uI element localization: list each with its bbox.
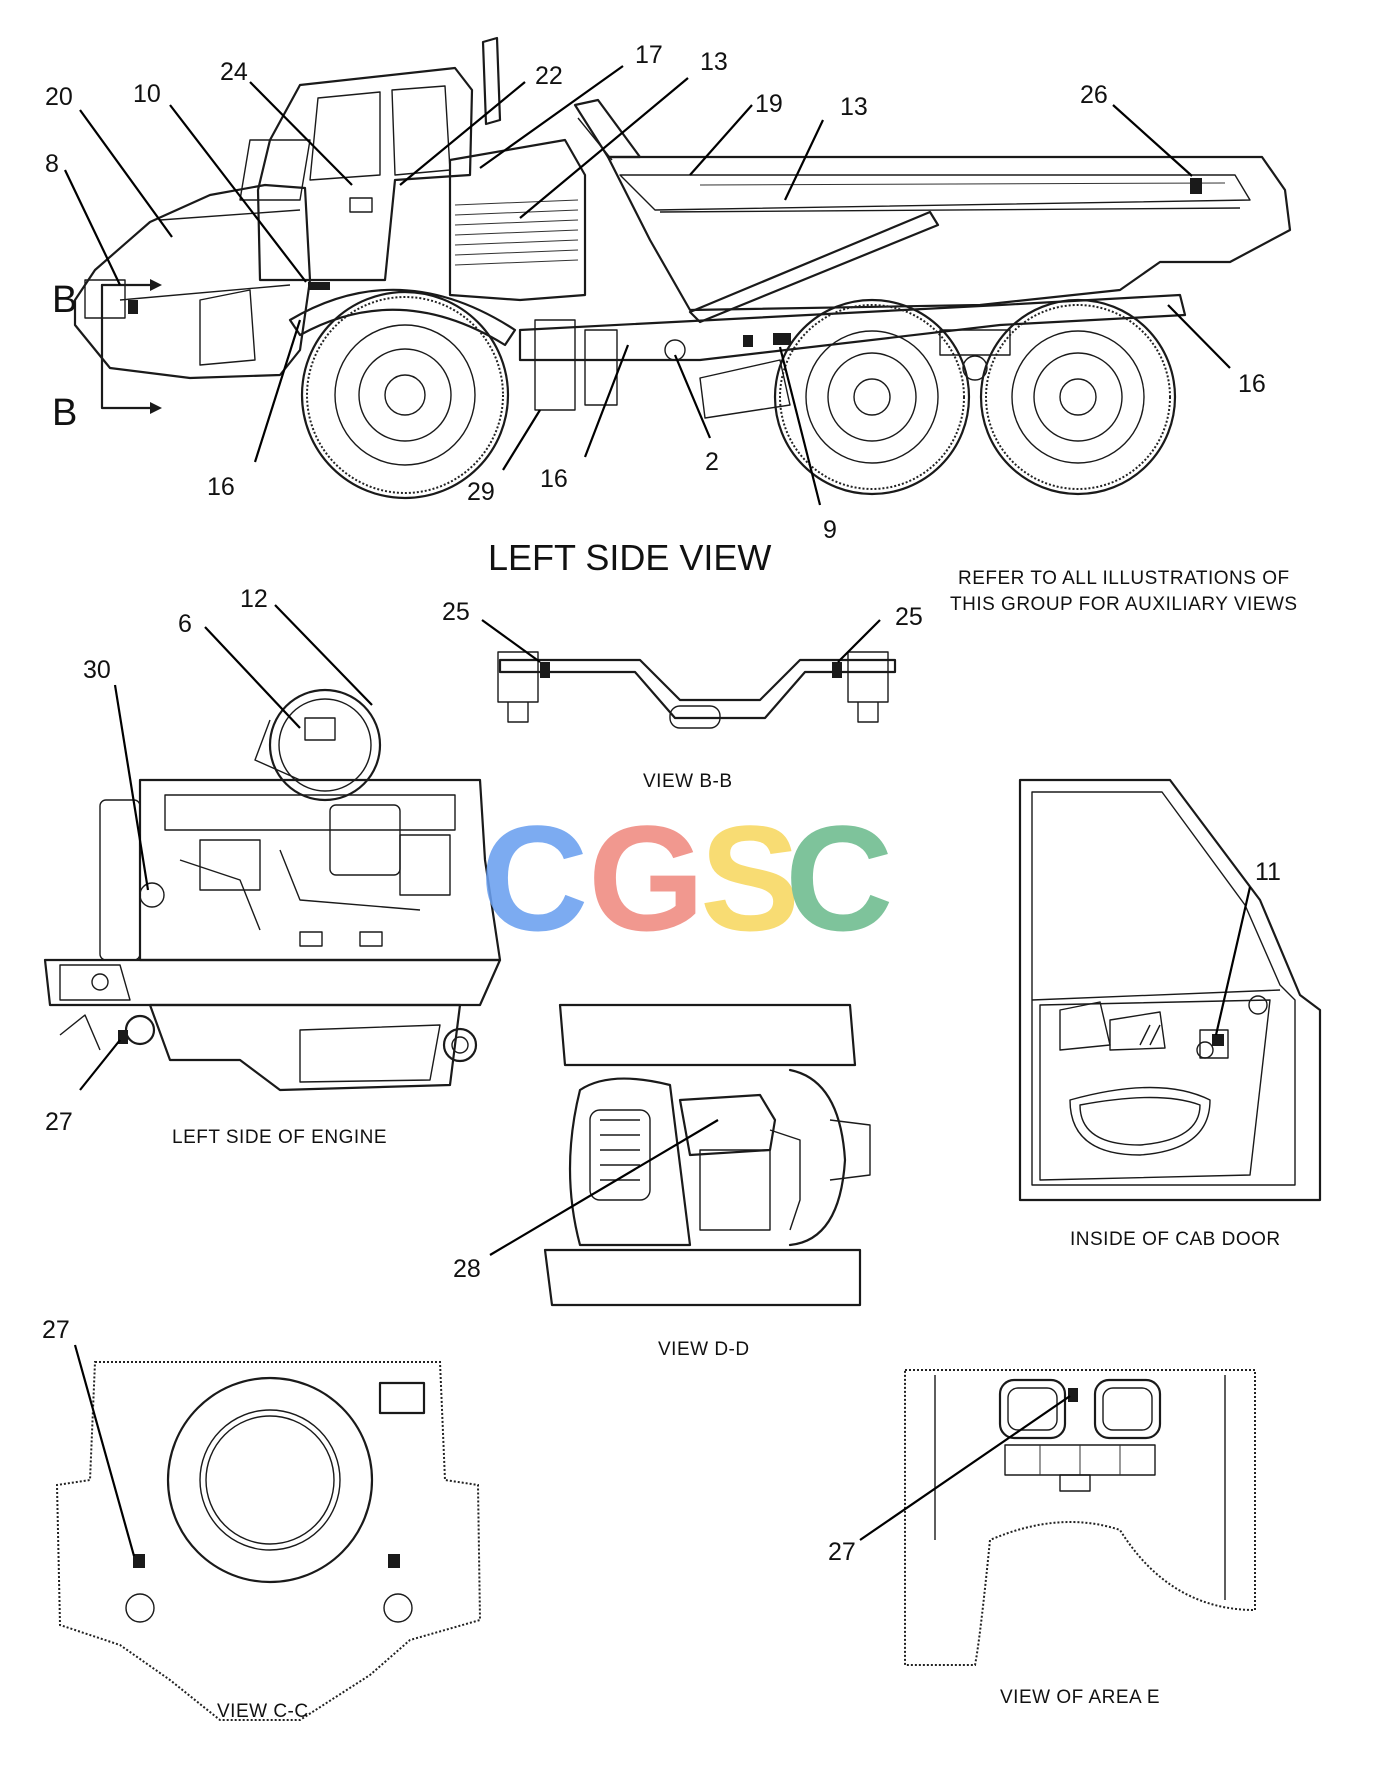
- callout-25-left: 25: [442, 598, 470, 626]
- cab-door-caption: INSIDE OF CAB DOOR: [1070, 1229, 1281, 1250]
- callout-27-view-cc: 27: [42, 1316, 70, 1344]
- callout-20: 20: [45, 83, 73, 111]
- leader-lines: [64, 65, 1252, 1557]
- callout-numbers: 20 8 24 10 22 17 13 19 13 26 16 16 29 16…: [42, 41, 1281, 1566]
- callout-16-mid: 16: [540, 465, 568, 493]
- watermark-letter-c2: C: [785, 794, 899, 962]
- callout-19: 19: [755, 90, 783, 118]
- callout-9: 9: [823, 516, 837, 544]
- view-cc-caption: VIEW C-C: [217, 1701, 309, 1722]
- truck-left-side-drawing: [73, 36, 1292, 500]
- engine-left-side-drawing: [43, 688, 502, 1092]
- callout-29: 29: [467, 478, 495, 506]
- callout-30: 30: [83, 656, 111, 684]
- view-bb-drawing: [497, 651, 897, 729]
- callout-25-right: 25: [895, 603, 923, 631]
- view-cc-drawing: [55, 1361, 482, 1721]
- callout-6: 6: [178, 610, 192, 638]
- callout-26: 26: [1080, 81, 1108, 109]
- view-bb-caption: VIEW B-B: [643, 771, 733, 792]
- cgsc-watermark: C G S C: [480, 794, 899, 962]
- callout-16-left: 16: [207, 473, 235, 501]
- callout-13-a: 13: [700, 48, 728, 76]
- callout-22: 22: [535, 62, 563, 90]
- callout-13-b: 13: [840, 93, 868, 121]
- callout-10: 10: [133, 80, 161, 108]
- callout-27-area-e: 27: [828, 1538, 856, 1566]
- cab-door-drawing: [1018, 778, 1322, 1202]
- view-dd-drawing: [543, 1003, 871, 1307]
- view-captions: LEFT SIDE VIEW REFER TO ALL ILLUSTRATION…: [52, 279, 1298, 1722]
- watermark-letter-g: G: [588, 794, 711, 962]
- section-marker-lower: B: [52, 392, 77, 434]
- callout-16-right: 16: [1238, 370, 1266, 398]
- callout-27-engine: 27: [45, 1108, 73, 1136]
- callout-8: 8: [45, 150, 59, 178]
- callout-24: 24: [220, 58, 248, 86]
- note-line-1: REFER TO ALL ILLUSTRATIONS OF: [958, 568, 1290, 589]
- watermark-letter-c1: C: [480, 794, 594, 962]
- callout-11: 11: [1255, 858, 1281, 886]
- view-area-e-caption: VIEW OF AREA E: [1000, 1687, 1160, 1708]
- note-line-2: THIS GROUP FOR AUXILIARY VIEWS: [950, 594, 1298, 615]
- callout-17: 17: [635, 41, 663, 69]
- view-dd-caption: VIEW D-D: [658, 1339, 750, 1360]
- main-view-title: LEFT SIDE VIEW: [488, 537, 771, 578]
- watermark-letter-s: S: [700, 794, 806, 962]
- section-marker-upper: B: [52, 279, 77, 321]
- callout-2: 2: [705, 448, 719, 476]
- callout-12: 12: [240, 585, 268, 613]
- view-area-e-drawing: [904, 1369, 1256, 1666]
- callout-28: 28: [453, 1255, 481, 1283]
- engine-view-caption: LEFT SIDE OF ENGINE: [172, 1127, 387, 1148]
